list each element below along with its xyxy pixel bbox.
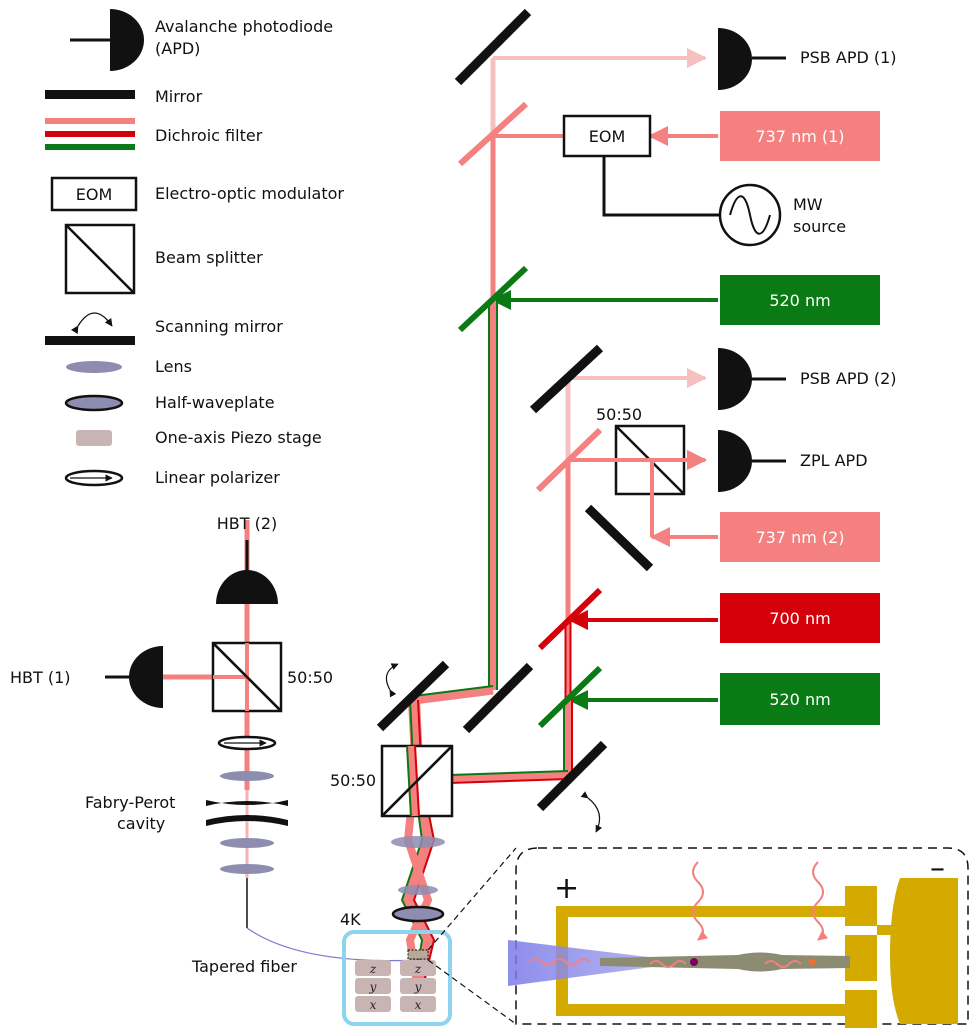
lens-2 [398,885,438,895]
legend-apd-label: Avalanche photodiode [155,17,333,36]
zpl-label: ZPL APD [800,451,868,470]
tapered-fiber-label: Tapered fiber [191,957,297,976]
hbt2-apd-icon [216,540,278,604]
psb2-label: PSB APD (2) [800,369,897,388]
stage-right-y: y [414,980,422,994]
electrode-minus: – [930,851,945,886]
legend: Avalanche photodiode (APD) Mirror Dichro… [45,9,344,487]
mirror-beam-dump [584,504,654,572]
laser-737-1-label: 737 nm (1) [755,127,844,146]
piezo-stack-left: z y x [355,960,391,1012]
emitter-2 [808,958,816,966]
eom-box [562,114,652,158]
legend-beam-splitter-label: Beam splitter [155,248,263,267]
hbt1-label: HBT (1) [10,668,71,687]
fabry-perot-cavity [206,800,288,826]
legend-polarizer-label: Linear polarizer [155,468,280,487]
eom-label: EOM [589,127,626,146]
psb1-apd-icon [718,28,786,90]
legend-dichroic-label: Dichroic filter [155,126,263,145]
mirror-psb2 [529,344,604,414]
psb2-apd-icon [718,348,786,410]
mw-source-label-1: MW [793,195,823,214]
legend-piezo-icon [76,430,112,446]
legend-polarizer-icon [64,469,124,487]
psb1-label: PSB APD (1) [800,48,897,67]
legend-eom-label: Electro-optic modulator [155,184,344,203]
bs-ratio-main: 50:50 [330,771,376,790]
cryostat-4k-label: 4K [340,910,361,929]
hbt2-label: HBT (2) [217,514,278,533]
dichroic-700 [537,587,603,651]
laser-737-1-box [720,111,880,161]
mirror-main [462,662,534,734]
fabry-perot-label-2: cavity [117,814,165,833]
waveguide [600,952,850,972]
laser-700-label: 700 nm [769,609,830,628]
legend-half-waveplate-icon [64,394,124,412]
device-inset: + – [508,847,969,1028]
scanning-mirror-upper [376,660,450,732]
legend-beam-splitter-icon [64,223,136,295]
cryostat: 4K Tapered fiber z y x z y x [191,910,452,1026]
laser-520-lower-box [720,673,880,725]
optics: EOM MW source 50:50 [10,8,846,923]
mw-source-icon [718,183,782,247]
scanning-mirror-lower [536,740,608,812]
hbt1-apd-icon [105,646,163,708]
electrode-right [845,878,958,1028]
stage-right-z: z [414,962,422,976]
legend-mirror-label: Mirror [155,87,203,106]
bs-ratio-hbt: 50:50 [287,668,333,687]
laser-520-upper-box [720,275,880,325]
tapered-fiber-tip [508,940,690,986]
legend-eom-box-label: EOM [76,185,113,204]
legend-mirror-icon [45,90,135,99]
lens-1 [391,836,445,848]
bs-ratio-top: 50:50 [596,405,642,424]
legend-apd-abbrev: (APD) [155,39,200,58]
half-waveplate [391,905,445,923]
legend-scanning-mirror-icon [45,312,135,345]
stage-left-x: x [370,998,377,1012]
stage-left-z: z [369,962,377,976]
legend-apd-icon [70,9,144,71]
legend-scanning-mirror-label: Scanning mirror [155,317,283,336]
mw-source-label-2: source [793,217,846,236]
emitter-1 [690,958,698,966]
sample-marker [407,949,429,960]
mirror-top [454,8,532,86]
legend-piezo-label: One-axis Piezo stage [155,428,322,447]
laser-520-lower-label: 520 nm [769,690,830,709]
legend-lens-label: Lens [155,357,192,376]
laser-520-upper-label: 520 nm [769,291,830,310]
detectors: PSB APD (1) PSB APD (2) ZPL APD [718,28,897,492]
dichroic-737-1 [457,101,529,167]
piezo-stack-right: z y x [400,960,436,1012]
hbt-lens-2 [220,838,274,848]
hbt-lens-1 [220,771,274,781]
legend-eom-icon [50,176,138,212]
laser-sources: 737 nm (1) 520 nm 737 nm (2) 700 nm 520 … [720,111,880,725]
laser-737-2-box [720,512,880,562]
dichroic-520-upper [457,265,529,333]
legend-lens-icon [66,361,122,373]
linear-polarizer [217,735,277,751]
electrode-plus: + [554,871,579,906]
laser-737-2-label: 737 nm (2) [755,528,844,547]
hbt-lens-3 [220,864,274,874]
stage-right-x: x [415,998,422,1012]
dichroic-520-lower [537,665,603,729]
beam-splitter-main [380,744,454,818]
beam-splitter-hbt [211,641,283,713]
cryostat-box [342,930,452,1026]
legend-dichroic-icon [45,118,135,150]
stage-left-y: y [369,980,377,994]
legend-half-waveplate-label: Half-waveplate [155,393,275,412]
fabry-perot-label-1: Fabry-Perot [85,793,175,812]
zpl-apd-icon [718,430,786,492]
laser-700-box [720,593,880,643]
